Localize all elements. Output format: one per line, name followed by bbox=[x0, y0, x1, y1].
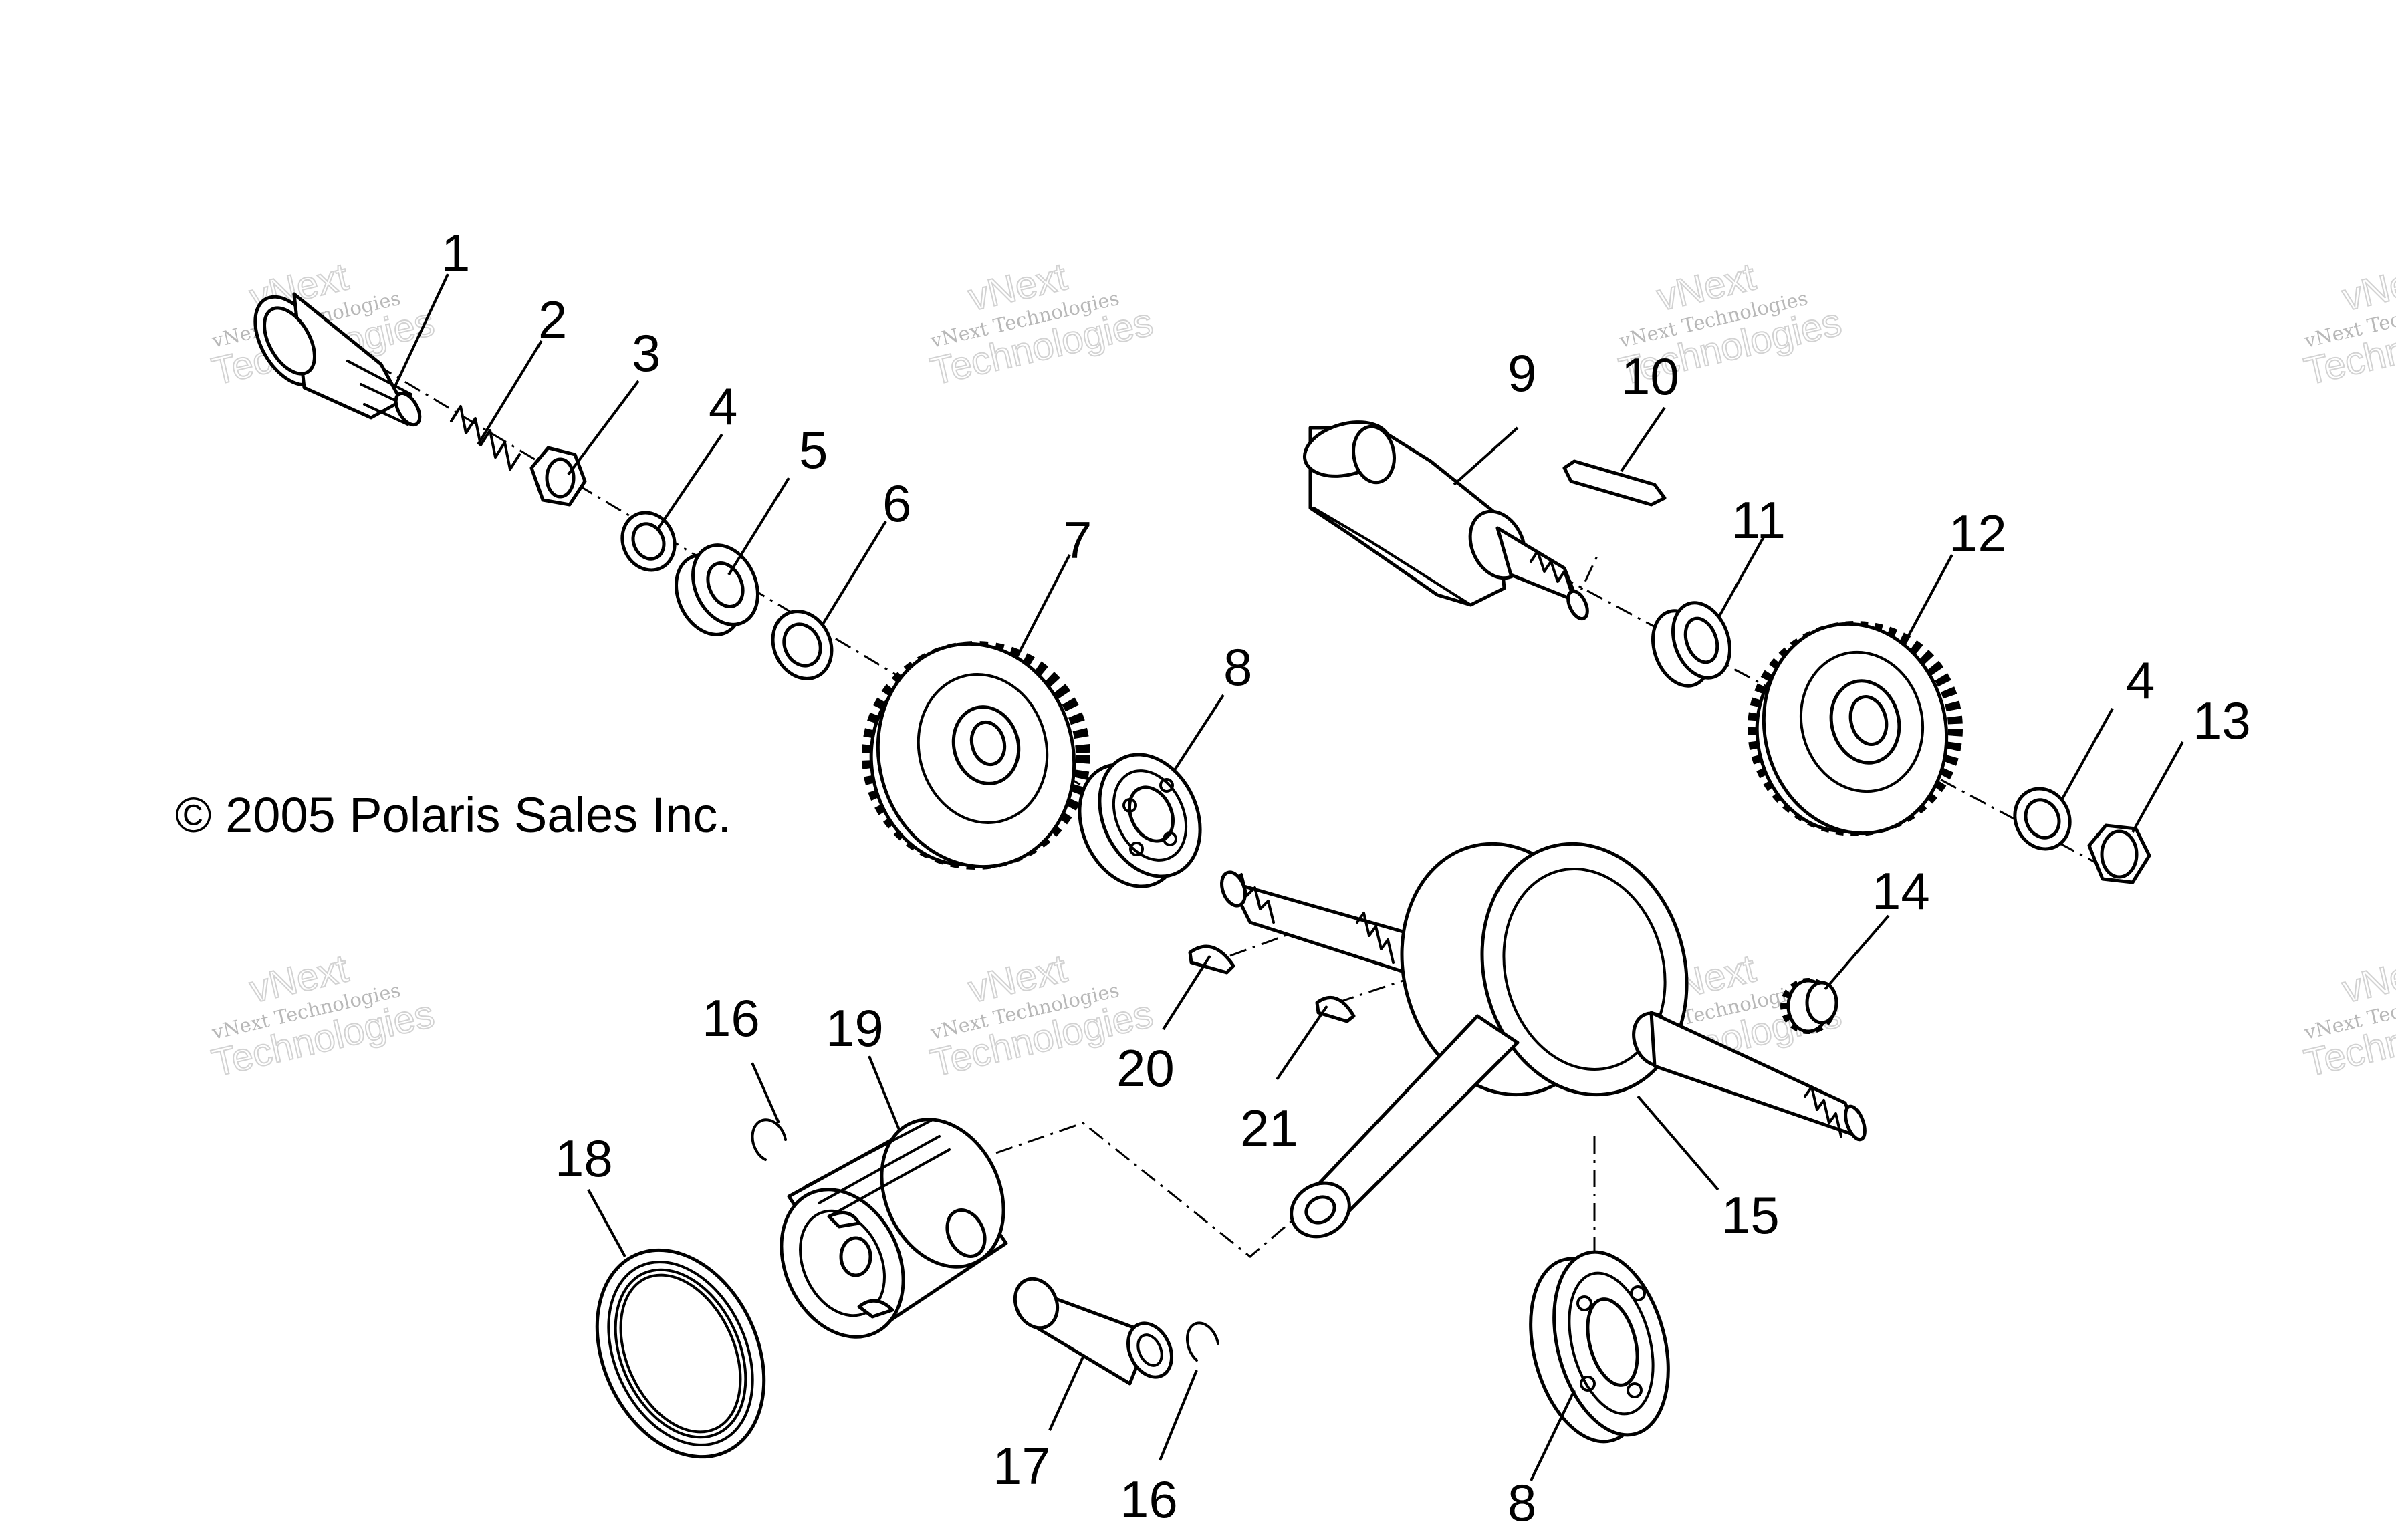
piston-pin-axis bbox=[995, 1122, 1344, 1258]
callout-13: 13 bbox=[2193, 691, 2251, 750]
leader-lines bbox=[393, 273, 2184, 1481]
callout-14: 14 bbox=[1872, 862, 1930, 920]
part-19-piston bbox=[780, 1118, 1008, 1339]
callout-6: 6 bbox=[882, 474, 911, 533]
callout-5: 5 bbox=[799, 420, 828, 479]
part-4-washer-right bbox=[2013, 787, 2072, 851]
part-15-crankshaft bbox=[1220, 842, 1867, 1239]
callout-1: 1 bbox=[441, 223, 470, 282]
part-16-clip-upper bbox=[751, 1118, 787, 1161]
watermark-5: vNext vNext Technologies Technologies bbox=[207, 946, 439, 1085]
watermark-4: vNext vNext Technologies Technologies bbox=[2300, 254, 2396, 394]
part-16-clip-lower bbox=[1185, 1321, 1219, 1362]
callout-19: 19 bbox=[826, 999, 884, 1057]
callout-12: 12 bbox=[1949, 504, 2007, 563]
part-12-gear bbox=[1748, 621, 1963, 836]
part-18-rings bbox=[595, 1248, 766, 1459]
part-6-washer bbox=[771, 610, 834, 680]
callout-3: 3 bbox=[632, 324, 661, 382]
callout-20: 20 bbox=[1116, 1039, 1175, 1098]
callout-15: 15 bbox=[1721, 1186, 1780, 1245]
callout-7: 7 bbox=[1063, 511, 1092, 569]
copyright-text: © 2005 Polaris Sales Inc. bbox=[175, 787, 731, 843]
part-17-pin bbox=[1013, 1277, 1173, 1386]
callout-8-lower: 8 bbox=[1508, 1473, 1536, 1532]
part-4-washer-left bbox=[620, 511, 677, 572]
callout-9: 9 bbox=[1508, 344, 1536, 402]
watermark-8: vNext vNext Technologies Technologies bbox=[2300, 946, 2396, 1085]
callout-16-lower: 16 bbox=[1120, 1470, 1178, 1529]
part-10-key bbox=[1562, 459, 1667, 507]
callout-11: 11 bbox=[1731, 491, 1786, 549]
part-13-nut bbox=[2087, 823, 2151, 884]
part-8-bearing-lower bbox=[1529, 1250, 1670, 1444]
callout-2: 2 bbox=[538, 290, 567, 349]
callout-labels: 1 2 3 4 5 6 7 8 9 10 11 12 4 13 14 20 21… bbox=[441, 223, 2251, 1532]
part-20-key bbox=[1188, 944, 1235, 975]
watermark-2: vNext vNext Technologies Technologies bbox=[926, 254, 1158, 394]
part-8-bearing-upper bbox=[1078, 753, 1202, 888]
callout-4-right: 4 bbox=[2126, 651, 2155, 710]
part-9-housing bbox=[1302, 420, 1589, 621]
part-2-spring bbox=[450, 405, 521, 471]
callout-16-upper: 16 bbox=[702, 989, 760, 1047]
part-11-bushing bbox=[1651, 601, 1732, 688]
callout-10: 10 bbox=[1621, 347, 1679, 406]
part-7-gear bbox=[862, 641, 1090, 870]
callout-8: 8 bbox=[1223, 638, 1252, 696]
part-21-key bbox=[1315, 995, 1356, 1023]
callout-21: 21 bbox=[1240, 1099, 1298, 1158]
callout-17: 17 bbox=[993, 1436, 1051, 1495]
part-3-nut bbox=[529, 446, 587, 507]
part-14-sprocket bbox=[1780, 978, 1838, 1034]
part-1-shaft bbox=[253, 292, 422, 427]
callout-4: 4 bbox=[709, 377, 737, 436]
part-5-collar bbox=[675, 543, 759, 636]
callout-18: 18 bbox=[555, 1129, 613, 1188]
